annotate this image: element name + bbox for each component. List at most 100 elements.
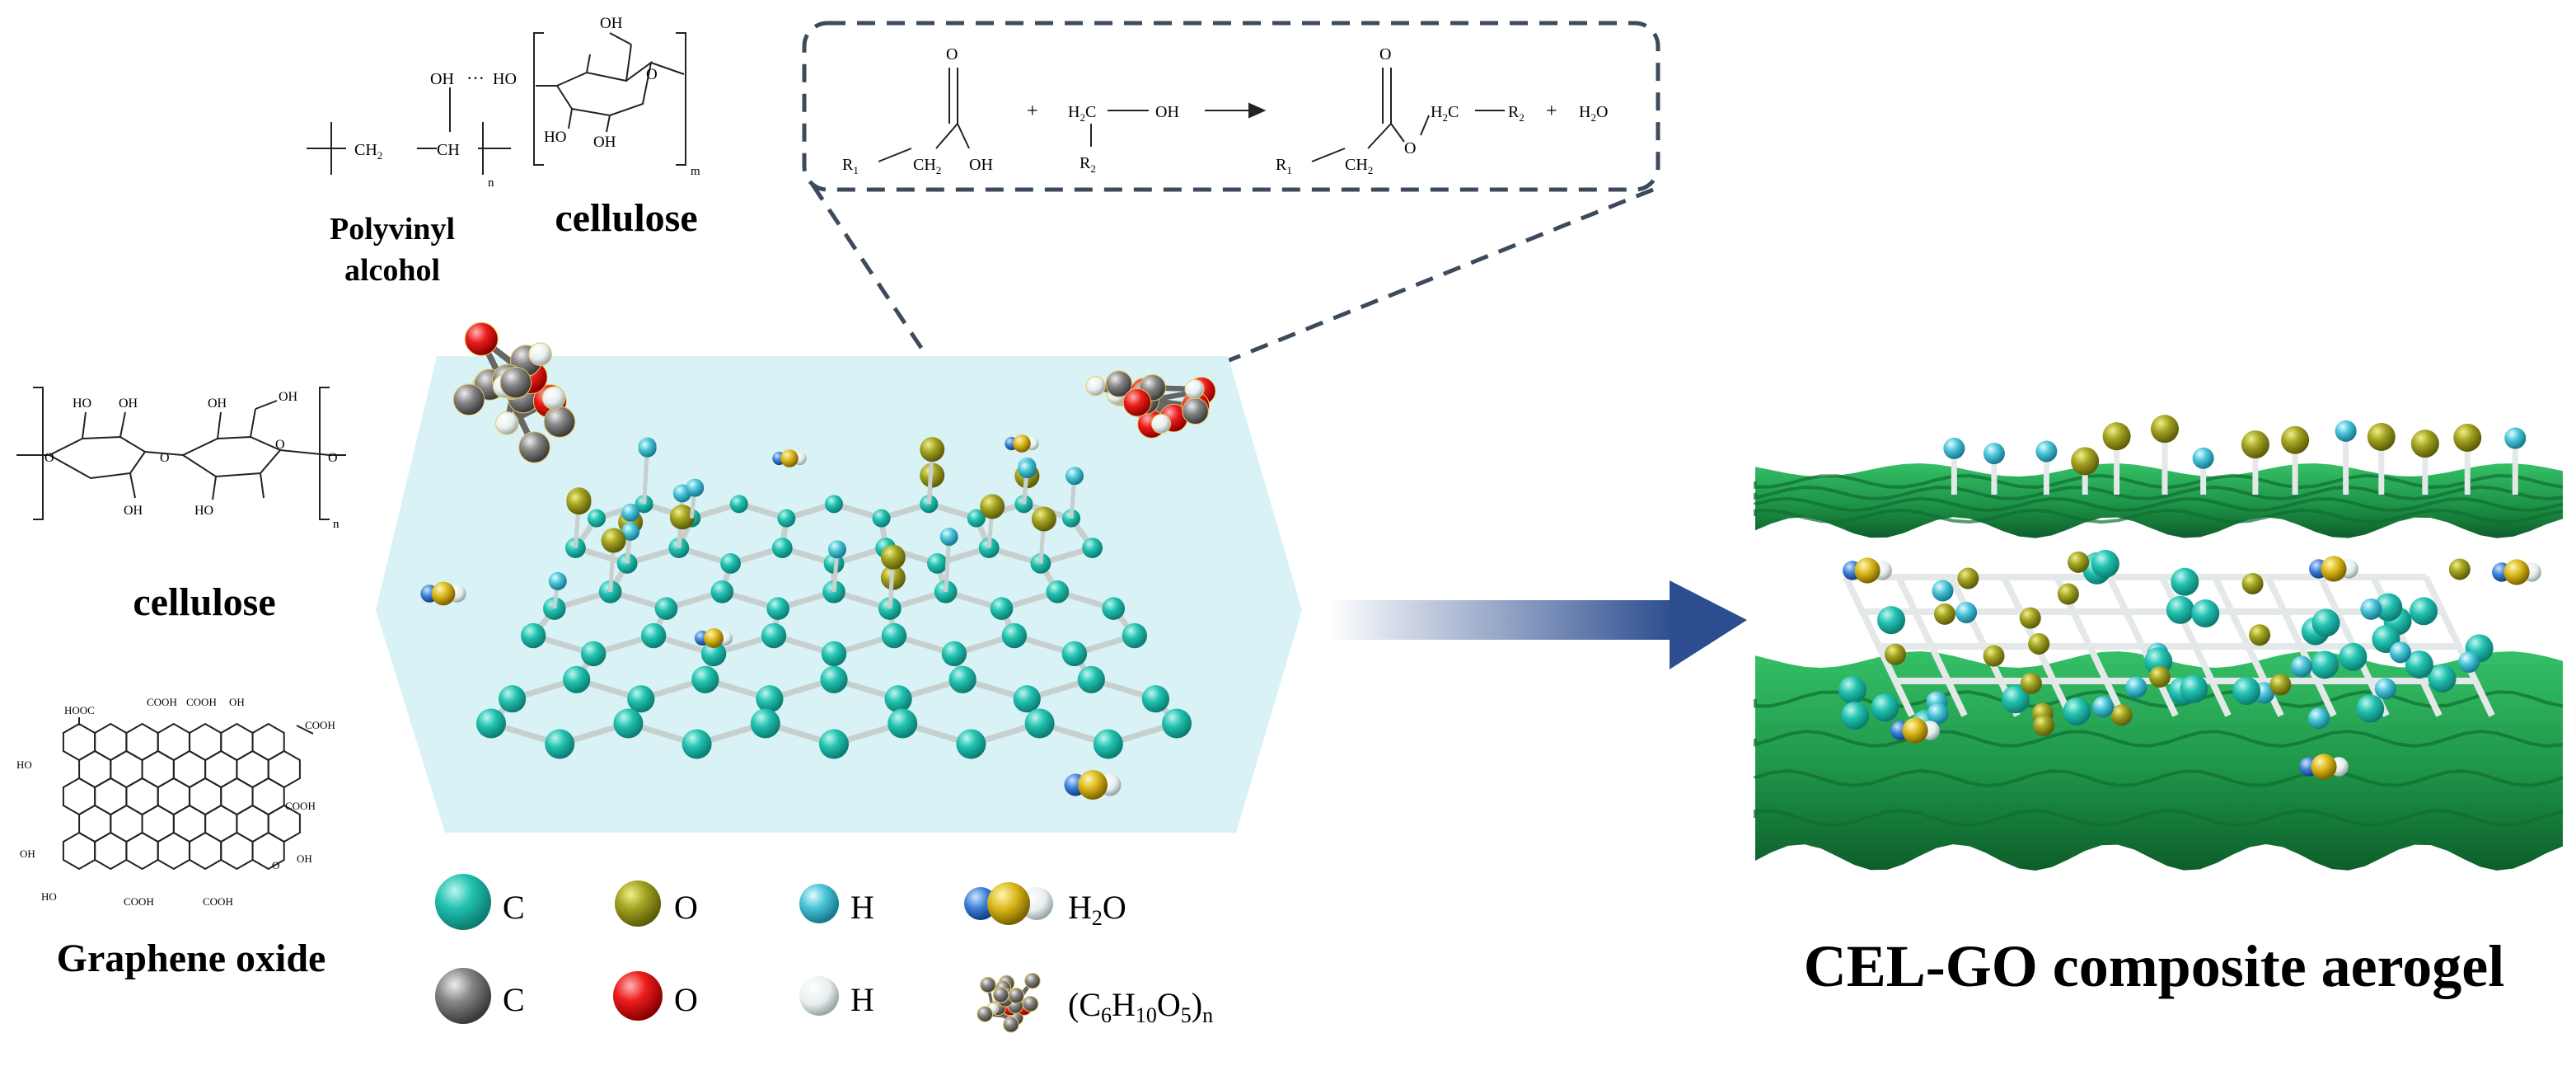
carbon-atom (927, 553, 948, 574)
cellulose-carbon (980, 976, 996, 993)
aerogel-intercalated-atoms (1838, 549, 2541, 780)
carbon-atom (499, 685, 527, 713)
go-ring (251, 831, 285, 871)
aero-atom (2428, 664, 2457, 693)
legend-water-label: H2O (1068, 889, 1126, 930)
reaction-bonds (878, 68, 1505, 162)
aero-atom (2125, 676, 2147, 698)
aero-atom (2448, 558, 2471, 580)
aero-atom (2092, 696, 2115, 718)
pva-n-label: n (488, 176, 494, 190)
rx-oh-a: OH (969, 156, 993, 174)
hydrogen-atom (1066, 467, 1084, 486)
cel-left-oh1: OH (119, 397, 138, 411)
aero-atom (2311, 650, 2339, 679)
aero-bond (2087, 645, 2110, 683)
cel-top-oh-c: OH (593, 134, 616, 151)
water-o (2503, 559, 2530, 585)
surface-hydrogen (1943, 437, 1965, 459)
cellulose-carbon (543, 406, 576, 438)
aero-atom (2360, 598, 2382, 620)
cel-left-oh2: OH (208, 397, 227, 411)
go-cooh4: COOH (285, 800, 316, 812)
carbon-atom (654, 597, 678, 620)
reaction-zoom-box (802, 21, 1660, 192)
carbon-atom (761, 622, 787, 649)
surface-hydrogen (2335, 420, 2357, 442)
aero-atom (1841, 702, 1870, 730)
cel-left-oh4: OH (124, 504, 143, 518)
carbon-atom (545, 729, 575, 759)
cellulose-left-label: cellulose (133, 580, 275, 624)
sheet-ripple (1754, 729, 2564, 749)
oxygen-atom (980, 494, 1005, 519)
aerogel-surface-groups (1943, 415, 2527, 495)
go-ring (189, 831, 222, 871)
legend-c-cyan-swatch (435, 874, 491, 930)
aero-bond (1876, 645, 1899, 683)
carbon-atom (580, 641, 607, 667)
water-o (1902, 717, 1928, 744)
carbon-atom (1122, 622, 1148, 649)
carbon-atom (872, 509, 891, 528)
cellulose-molecule-models (452, 322, 1216, 463)
oxygen-atom (920, 437, 945, 463)
carbon-atom (750, 708, 780, 739)
go-ring (125, 831, 159, 871)
carbon-atom (771, 538, 793, 558)
cellulose-carbon (1024, 972, 1041, 989)
hydrogen-atom (548, 571, 567, 590)
cellulose-hydrogen (528, 342, 552, 366)
cellulose-carbon (1105, 370, 1133, 397)
carbon-atom (941, 641, 967, 667)
surface-oxygen (2102, 422, 2131, 451)
water-o (1078, 770, 1108, 800)
aero-bond (2419, 679, 2443, 717)
aero-atom (1838, 675, 1866, 704)
go-oh3: OH (297, 852, 312, 865)
graphene-oxide-label: Graphene oxide (57, 937, 326, 980)
carbon-atom (881, 622, 907, 649)
cel-left-o1: O (44, 451, 54, 465)
legend-o-red-label: O (674, 981, 698, 1018)
cellulose-carbon (518, 431, 550, 463)
water-molecule (1005, 434, 1039, 453)
sheet-ripple (1754, 485, 2564, 501)
o-bond (642, 448, 650, 505)
cellulose-top-label: cellulose (555, 196, 697, 240)
rx-o-a: O (946, 45, 958, 63)
carbon-atom (1046, 580, 1070, 603)
cellulose-carbon (452, 383, 485, 416)
water-o (1013, 434, 1031, 453)
legend-c-gray-label: C (503, 981, 525, 1018)
carbon-atom (967, 509, 986, 528)
carbon-atom (710, 580, 734, 603)
water-molecule (420, 581, 466, 606)
cellulose-hydrogen (1085, 376, 1106, 397)
cel-left-n: n (333, 518, 340, 531)
surface-oxygen (2281, 425, 2310, 454)
water-molecule (1064, 770, 1122, 800)
surface-oxygen (2453, 423, 2482, 452)
go-bond (296, 725, 314, 735)
carbon-atom (1093, 729, 1123, 759)
aero-atom (2171, 567, 2199, 596)
go-ho1: HO (16, 758, 32, 771)
hydrogen-atom (621, 522, 640, 541)
carbon-atom (613, 708, 644, 739)
aero-bond (2265, 575, 2288, 613)
surface-hydrogen (1983, 443, 2005, 465)
carbon-atom (756, 685, 784, 713)
surface-oxygen (2150, 415, 2179, 444)
hydrogen-atom (1018, 460, 1037, 479)
surface-hydrogen (2504, 427, 2527, 449)
water-o (704, 628, 724, 648)
cellulose-carbon (1008, 987, 1024, 1004)
result-title: CEL-GO composite aerogel (1804, 933, 2505, 999)
carbon-atom (884, 685, 912, 713)
aero-bond (1895, 575, 1918, 613)
go-oh1: OH (229, 696, 245, 708)
rx-r1b: R1 (1276, 156, 1292, 176)
rx-o-b: O (1379, 45, 1391, 63)
go-ring (62, 831, 96, 871)
